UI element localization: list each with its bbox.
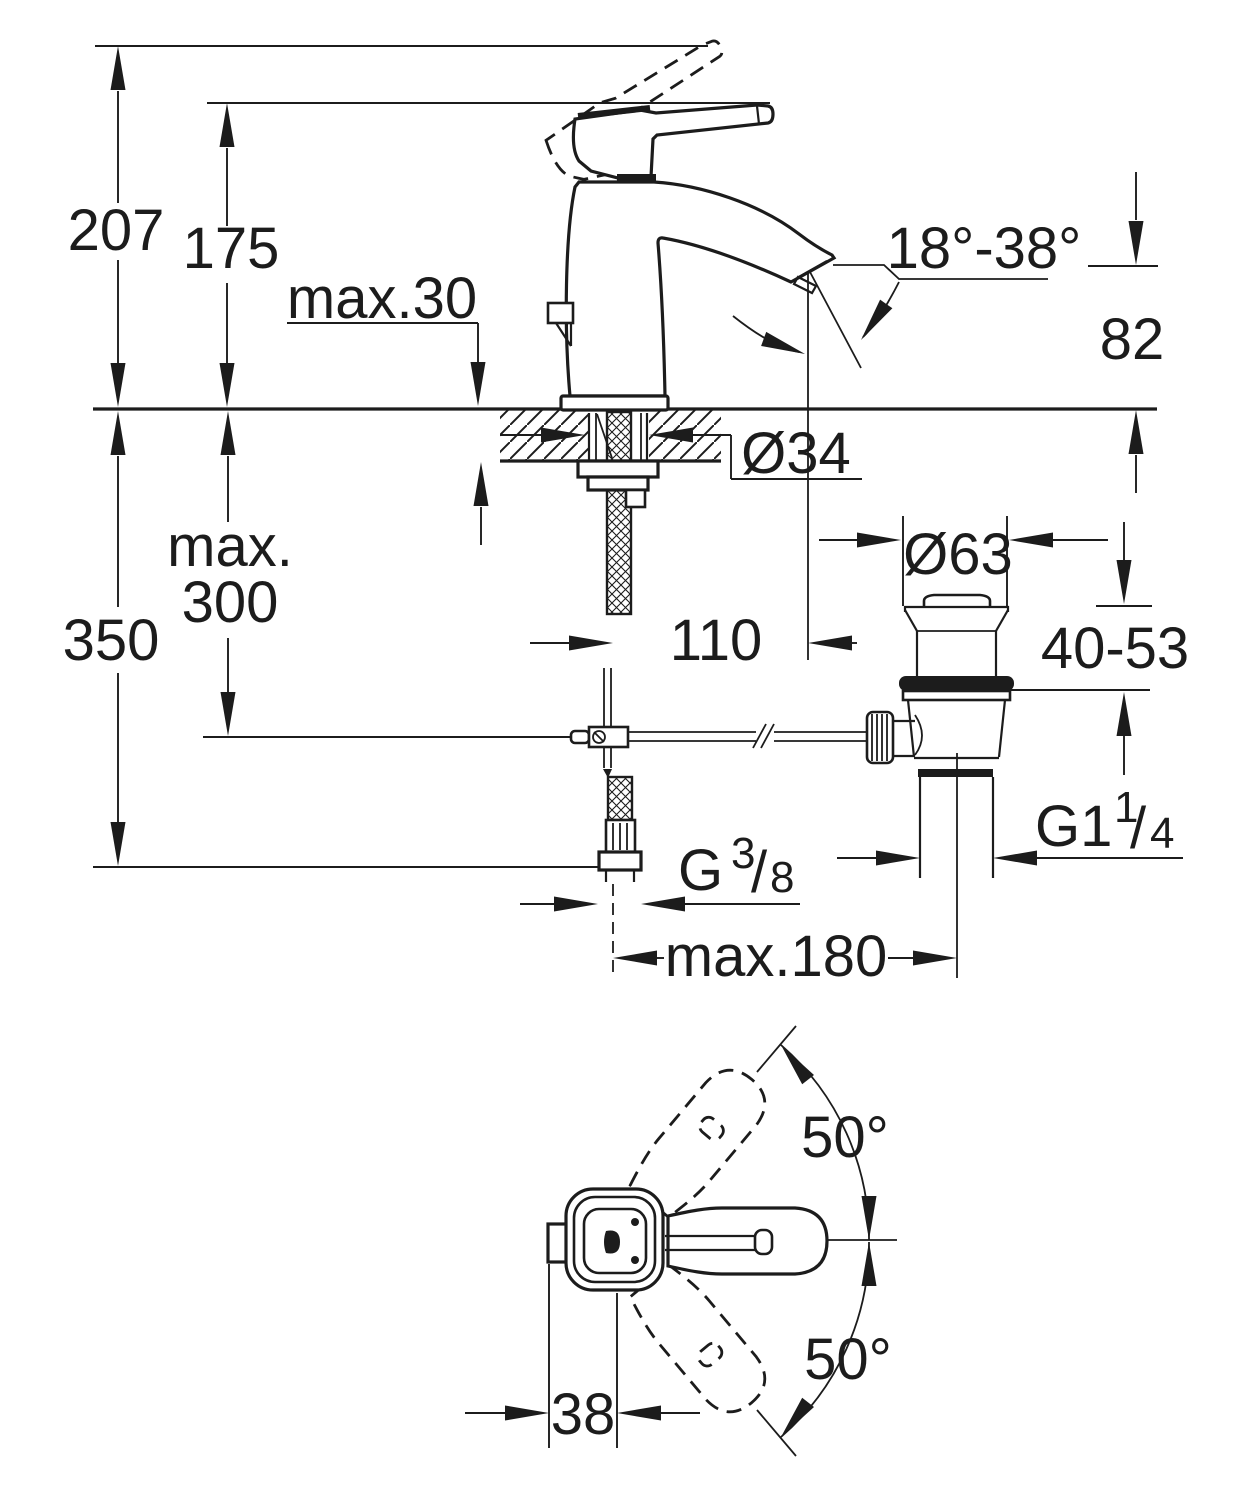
shank-and-hose	[576, 410, 660, 974]
waste-gasket	[899, 676, 1014, 691]
dimension-lines-front	[93, 45, 1183, 959]
svg-text:1: 1	[1114, 783, 1138, 832]
logo-mark	[604, 1230, 620, 1254]
dim-spout-reach: 110	[670, 608, 762, 673]
spray-angle-lines	[732, 264, 1048, 660]
dimension-lines-plan	[465, 1264, 700, 1448]
front-view: 207 175 max.30 18°-38° 82 Ø34 max. 300 3…	[63, 36, 1189, 989]
dim-max-rod-reach: max.180	[665, 924, 887, 989]
supply-nut	[597, 850, 643, 872]
dim-waste-flange-diameter: Ø63	[903, 522, 1013, 587]
plan-view: 50° 50° 38	[465, 1025, 897, 1457]
dim-outlet-height: 82	[1100, 307, 1165, 372]
dim-height-to-spout: 175	[183, 216, 280, 281]
faucet-body	[546, 180, 837, 412]
aerator-insert	[792, 275, 818, 295]
popup-waste	[865, 593, 1014, 978]
svg-text:G1: G1	[1035, 794, 1112, 859]
dim-spray-angle: 18°-38°	[887, 216, 1082, 281]
svg-text:4: 4	[1150, 809, 1174, 858]
dim-hole-diameter: Ø34	[741, 421, 851, 486]
svg-text:G: G	[678, 838, 723, 903]
dim-swing-upper: 50°	[801, 1105, 889, 1170]
flex-hose	[606, 775, 634, 822]
svg-text:/: /	[1130, 796, 1147, 861]
popup-rod-tab	[546, 301, 575, 325]
svg-text:8: 8	[770, 853, 794, 902]
dim-supply-thread: G 3 / 8	[678, 829, 794, 905]
base-flange	[559, 394, 670, 412]
aerator-face	[796, 260, 828, 279]
dim-waste-thread: G1 1 / 4	[1035, 783, 1174, 861]
svg-text:3: 3	[731, 829, 755, 878]
dim-overall-height: 207	[68, 198, 165, 263]
dim-max-depth-below: 300	[182, 570, 279, 635]
dim-swing-lower: 50°	[804, 1327, 892, 1392]
handle-lever	[571, 103, 775, 182]
dim-max-word: max.	[167, 514, 293, 579]
svg-text:/: /	[751, 840, 768, 905]
dim-total-depth: 350	[63, 608, 160, 673]
handle-plan	[546, 1187, 829, 1292]
rod-knob	[865, 710, 895, 765]
dim-waste-adjust-range: 40-53	[1041, 616, 1189, 681]
dim-max-deck-thickness: max.30	[287, 266, 477, 331]
lock-nut	[576, 459, 660, 479]
popup-linkage	[203, 723, 867, 778]
dim-spout-offset: 38	[551, 1382, 616, 1447]
